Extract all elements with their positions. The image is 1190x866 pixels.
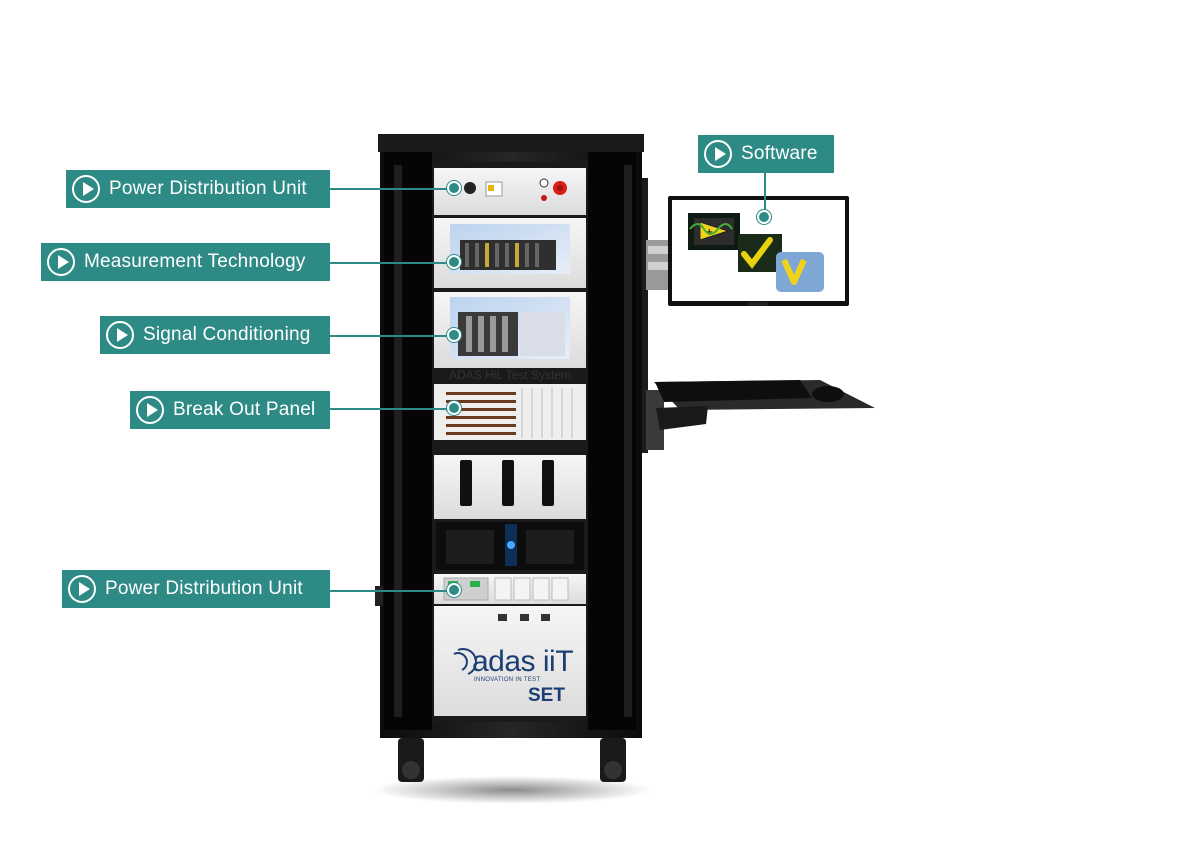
callout-signal[interactable]: Signal Conditioning: [100, 316, 330, 354]
connector-line: [330, 188, 454, 190]
brand-panel: [434, 606, 586, 716]
breakout-connectors: [446, 392, 516, 435]
play-icon: [47, 248, 75, 276]
callout-pdu-top[interactable]: Power Distribution Unit: [66, 170, 330, 208]
brand-tagline: INNOVATION IN TEST: [474, 677, 541, 683]
play-icon: [106, 321, 134, 349]
callout-software[interactable]: Software: [698, 135, 834, 173]
hotspot-dot[interactable]: [757, 210, 771, 224]
connector-line: [764, 172, 766, 216]
callout-label: Measurement Technology: [84, 251, 306, 272]
play-icon: [704, 140, 732, 168]
connector-line: [330, 590, 454, 592]
hotspot-dot[interactable]: [447, 401, 461, 415]
callout-breakout[interactable]: Break Out Panel: [130, 391, 330, 429]
floor-shadow: [372, 776, 652, 804]
callout-pdu-bottom[interactable]: Power Distribution Unit: [62, 570, 330, 608]
veristand-icon: [776, 252, 824, 292]
callout-measurement[interactable]: Measurement Technology: [41, 243, 330, 281]
teststand-icon: [738, 234, 782, 272]
hotspot-dot[interactable]: [447, 328, 461, 342]
svg-text:+: +: [705, 227, 713, 238]
maker-logo: SET: [528, 685, 565, 706]
play-icon: [72, 175, 100, 203]
callout-label: Break Out Panel: [173, 399, 316, 420]
connector-line: [330, 408, 454, 410]
hotspot-dot[interactable]: [447, 181, 461, 195]
play-icon: [68, 575, 96, 603]
hotspot-dot[interactable]: [447, 583, 461, 597]
callout-label: Power Distribution Unit: [109, 178, 307, 199]
callout-label: Power Distribution Unit: [105, 578, 303, 599]
connector-line: [330, 262, 454, 264]
system-label: ADAS HiL Test System: [448, 368, 572, 382]
connector-line: [330, 335, 454, 337]
mouse: [812, 386, 844, 402]
hotspot-dot[interactable]: [447, 255, 461, 269]
keyboard: [655, 380, 812, 402]
callout-label: Software: [741, 143, 818, 164]
adas-logo-arc: [453, 652, 468, 671]
callout-label: Signal Conditioning: [143, 324, 311, 345]
labview-icon: +: [688, 213, 740, 250]
brand-name: adas iiT: [472, 645, 574, 678]
play-icon: [136, 396, 164, 424]
